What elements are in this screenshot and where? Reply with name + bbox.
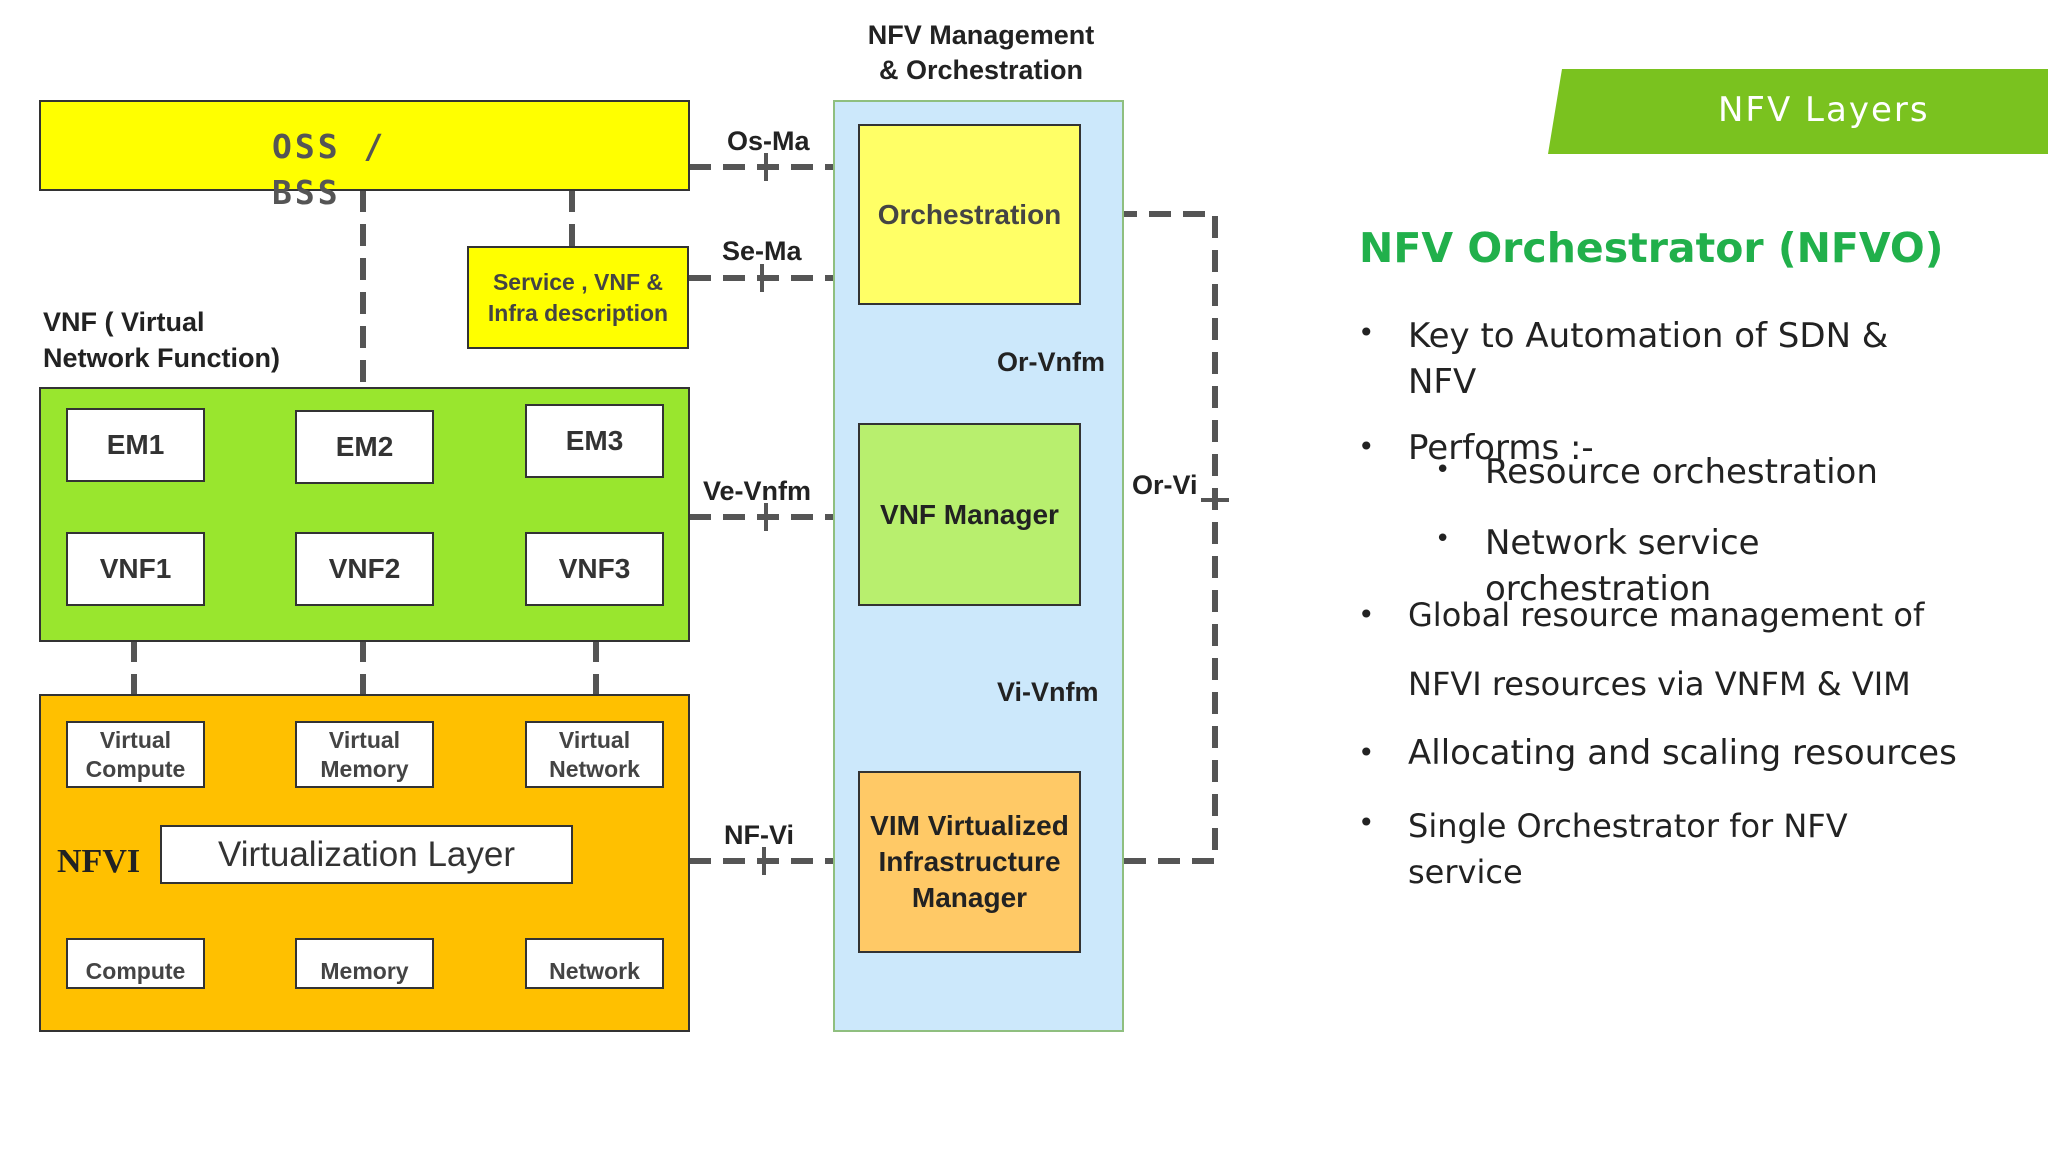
em2-label: EM2: [335, 431, 394, 462]
bullet-dot-1: •: [1358, 316, 1375, 349]
orchestration-label: Orchestration: [877, 198, 1062, 230]
section-header-label: NFV Layers: [1718, 90, 1930, 130]
network-box[interactable]: Network: [525, 938, 664, 989]
bullet-4: Allocating and scaling resources: [1408, 733, 1957, 773]
nf-vi-label: NF-Vi: [724, 820, 795, 850]
bullet-3-line-1: Global resource management of: [1408, 596, 1925, 634]
virtualization-layer-label: Virtualization Layer: [217, 834, 516, 874]
or-vnfm-label: Or-Vnfm: [997, 347, 1105, 377]
sub-bullet-2: Network service orchestration: [1485, 523, 1760, 609]
virtual-memory-label: Virtual Memory: [320, 726, 409, 782]
vim-label: VIM Virtualized Infrastructure Manager: [870, 810, 1069, 913]
virtualization-layer-box[interactable]: Virtualization Layer: [160, 825, 573, 884]
vim-box[interactable]: VIM Virtualized Infrastructure Manager: [858, 771, 1081, 953]
em2-box[interactable]: EM2: [295, 410, 434, 484]
em1-label: EM1: [106, 429, 165, 460]
se-ma-label: Se-Ma: [722, 236, 802, 266]
virtual-compute-label: Virtual Compute: [85, 726, 186, 782]
em3-box[interactable]: EM3: [525, 404, 664, 478]
service-description-box[interactable]: Service , VNF & Infra description: [467, 246, 689, 349]
ve-vnfm-label: Ve-Vnfm: [703, 476, 812, 506]
vi-vnfm-label: Vi-Vnfm: [997, 677, 1099, 707]
sub-bullet-dot-2: •: [1435, 524, 1451, 554]
vnf-manager-box[interactable]: VNF Manager: [858, 423, 1081, 606]
mano-title: NFV Management & Orchestration: [867, 20, 1095, 85]
vnf3-box[interactable]: VNF3: [525, 532, 664, 606]
bullet-dot-2: •: [1358, 430, 1375, 463]
service-description-label: Service , VNF & Infra description: [487, 268, 669, 326]
vnf1-label: VNF1: [99, 553, 172, 584]
virtual-compute-box[interactable]: Virtual Compute: [66, 721, 205, 788]
vnf-manager-label: VNF Manager: [880, 498, 1059, 530]
vnf3-label: VNF3: [558, 553, 631, 584]
oss-bss-label: OSS / BSS: [272, 127, 387, 212]
vnf2-box[interactable]: VNF2: [295, 532, 434, 606]
compute-box[interactable]: Compute: [66, 938, 205, 989]
bullet-dot-4: •: [1358, 736, 1375, 769]
bullet-dot-3: •: [1358, 598, 1375, 631]
or-vi-label: Or-Vi: [1132, 470, 1198, 500]
vnf-title: VNF ( Virtual Network Function): [43, 307, 280, 373]
memory-box[interactable]: Memory: [295, 938, 434, 989]
virtual-memory-box[interactable]: Virtual Memory: [295, 721, 434, 788]
sub-bullet-dot-1: •: [1435, 455, 1451, 485]
section-header-banner: [1548, 69, 2048, 154]
vnf1-box[interactable]: VNF1: [66, 532, 205, 606]
bullet-2: Performs :-: [1408, 428, 1594, 468]
virtual-network-box[interactable]: Virtual Network: [525, 721, 664, 788]
bullet-1: Key to Automation of SDN & NFV: [1408, 316, 1889, 402]
oss-bss-box[interactable]: [39, 100, 690, 191]
panel-title: NFV Orchestrator (NFVO): [1359, 224, 1944, 272]
em1-box[interactable]: EM1: [66, 408, 205, 482]
compute-label: Compute: [85, 958, 186, 984]
orchestration-box[interactable]: Orchestration: [858, 124, 1081, 305]
virtual-network-label: Virtual Network: [549, 726, 640, 782]
vnf2-label: VNF2: [328, 553, 401, 584]
nfvi-label: NFVI: [57, 843, 141, 880]
sub-bullet-1: Resource orchestration: [1485, 452, 1878, 492]
bullet-3-line-2: NFVI resources via VNFM & VIM: [1408, 665, 1911, 703]
or-vi-link: [1081, 211, 1218, 864]
bullet-dot-5: •: [1358, 806, 1375, 839]
os-ma-label: Os-Ma: [727, 126, 810, 156]
memory-label: Memory: [320, 958, 409, 984]
bullet-5: Single Orchestrator for NFV service: [1408, 807, 1848, 891]
em3-label: EM3: [565, 425, 624, 456]
network-label: Network: [549, 958, 640, 984]
